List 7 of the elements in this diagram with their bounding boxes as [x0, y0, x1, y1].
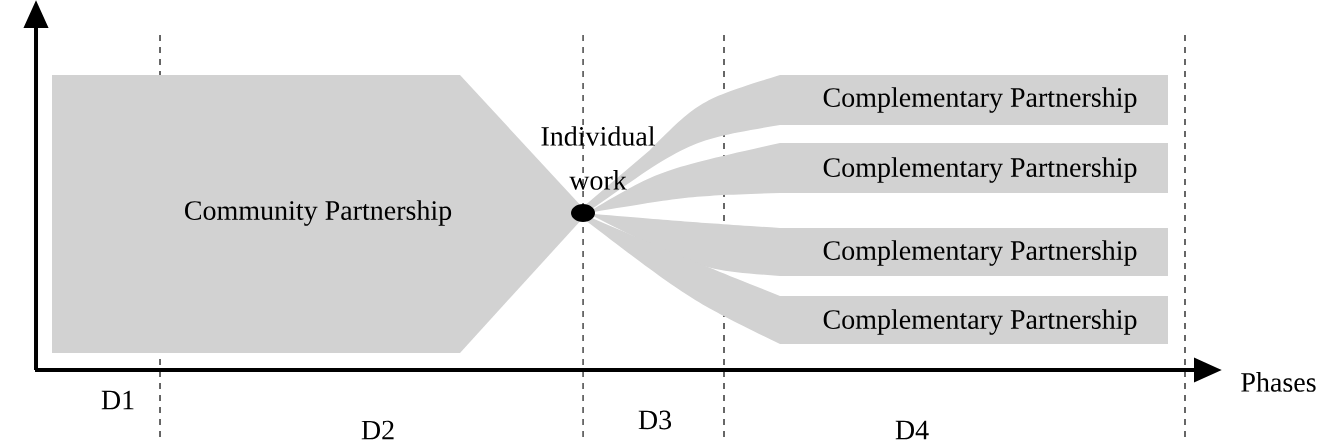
- axis-label: D2: [361, 420, 394, 440]
- axis-label: D3: [638, 410, 672, 430]
- axis-label: D4: [895, 420, 929, 440]
- dot: [571, 204, 595, 222]
- band: Complementary Partnership: [593, 214, 1168, 276]
- axis-label: Phases: [1241, 372, 1316, 392]
- axis-label: D1: [101, 390, 134, 410]
